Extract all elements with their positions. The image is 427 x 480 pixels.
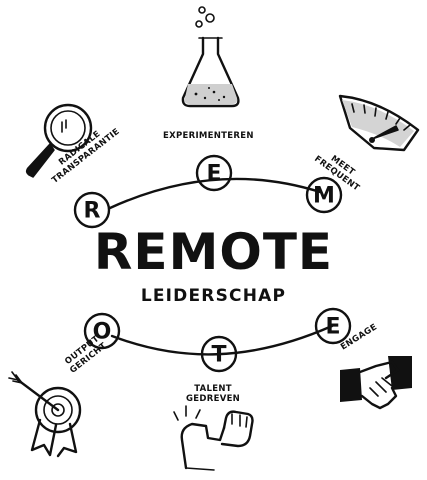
node-o-letter: O	[93, 320, 112, 345]
bottom-arc-connector	[110, 324, 334, 356]
main-title: REMOTE	[93, 223, 334, 281]
node-t-letter: T	[211, 343, 226, 368]
gauge-icon	[338, 94, 420, 152]
node-m: M	[305, 176, 343, 214]
node-m-letter: M	[313, 184, 335, 209]
node-e-bottom: E	[314, 307, 352, 345]
raised-fist-icon	[173, 405, 254, 471]
label-talent-gedreven: TALENT GEDREVEN	[186, 384, 241, 404]
label-experimenteren: EXPERIMENTEREN	[163, 131, 254, 141]
node-e-bottom-letter: E	[325, 315, 340, 340]
handshake-icon	[340, 356, 412, 410]
top-arc-connector	[108, 177, 322, 210]
node-t: T	[200, 335, 238, 373]
magnifier-icon	[25, 103, 93, 178]
node-o: O	[83, 312, 121, 350]
flask-icon	[181, 6, 240, 108]
node-e-top-letter: E	[206, 162, 221, 187]
node-r: R	[73, 191, 111, 229]
node-r-letter: R	[84, 199, 101, 224]
main-subtitle: LEIDERSCHAP	[140, 286, 287, 306]
target-icon	[8, 371, 82, 458]
node-e-top: E	[195, 154, 233, 192]
